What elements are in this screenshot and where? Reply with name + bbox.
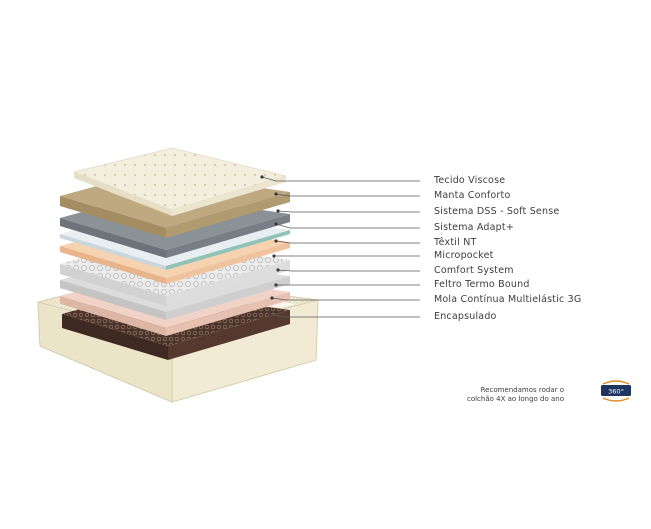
leader-encapsulado <box>269 313 420 318</box>
label-micropocket: Micropocket <box>434 250 494 261</box>
leader-manta-conforto <box>275 193 420 197</box>
leader-textil-nt <box>275 240 420 244</box>
anchor-dot-feltro-termo-bound <box>274 283 278 287</box>
anchor-dot-sistema-dss <box>276 209 280 213</box>
layer-tecido-viscose <box>72 147 288 216</box>
label-textil-nt: Têxtil NT <box>434 237 477 248</box>
leader-comfort-system <box>277 269 420 272</box>
label-manta-conforto: Manta Conforto <box>434 190 511 201</box>
anchor-dot-encapsulado <box>268 312 272 316</box>
leader-mola-continua <box>271 297 420 301</box>
label-mola-continua: Mola Contínua Multielástic 3G <box>434 294 582 305</box>
rotate-360-icon: 360° <box>601 380 631 402</box>
anchor-dot-sistema-adapt <box>274 222 278 226</box>
leader-tecido-viscose <box>261 176 420 182</box>
anchor-dot-mola-continua <box>270 296 274 300</box>
label-comfort-system: Comfort System <box>434 265 514 276</box>
anchor-dot-tecido-viscose <box>260 175 264 179</box>
rotation-note-line2: colchão 4X ao longo do ano <box>466 395 564 403</box>
leader-sistema-dss <box>277 210 420 213</box>
anchor-dot-manta-conforto <box>274 192 278 196</box>
label-feltro-termo-bound: Feltro Termo Bound <box>434 279 530 290</box>
label-tecido-viscose: Tecido Viscose <box>434 175 506 186</box>
rotation-note-line1: Recomendamos rodar o <box>480 386 564 394</box>
leader-sistema-adapt <box>275 223 420 229</box>
label-sistema-adapt: Sistema Adapt+ <box>434 222 514 233</box>
anchor-dot-comfort-system <box>276 268 280 272</box>
anchor-dot-micropocket <box>272 254 276 258</box>
leader-lines <box>260 175 420 318</box>
label-encapsulado: Encapsulado <box>434 311 497 322</box>
anchor-dot-textil-nt <box>274 239 278 243</box>
badge-text: 360° <box>608 388 624 396</box>
label-sistema-dss: Sistema DSS - Soft Sense <box>434 206 560 217</box>
